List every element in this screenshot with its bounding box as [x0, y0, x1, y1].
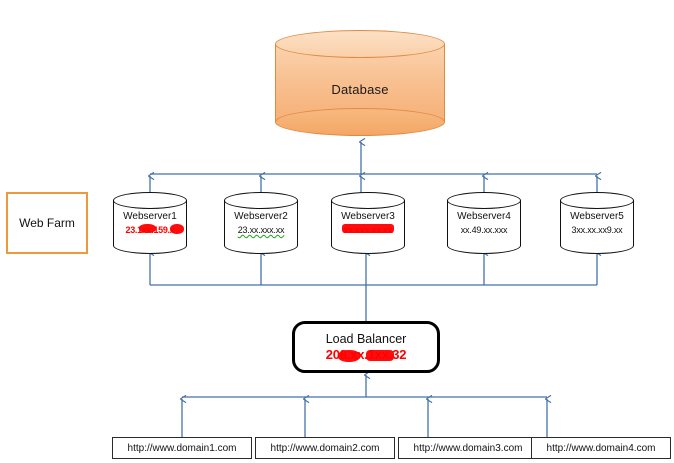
domain-box-1[interactable]: http://www.domain1.com [112, 437, 252, 459]
domain-url: http://www.domain1.com [127, 442, 237, 454]
web-farm-label: Web Farm [19, 216, 75, 230]
webserver-ip: 23.xx.xxx.xx [237, 225, 285, 235]
domain-url: http://www.domain3.com [413, 442, 523, 454]
webserver-text-2: Webserver2 23.xx.xxx.xx [224, 211, 298, 236]
load-balancer-node[interactable]: Load Balancer 208.xx.1xx.32 [292, 321, 440, 373]
webserver-ip: 3xx.xx.xx9.xx [571, 225, 623, 235]
cylinder-top [224, 192, 298, 209]
database-label: Database [331, 82, 389, 97]
webserver-name: Webserver2 [234, 211, 288, 222]
webserver-name: Webserver3 [341, 211, 395, 222]
webserver-name: Webserver5 [570, 211, 624, 222]
redaction-scribble [139, 224, 156, 233]
webserver-node-4[interactable]: Webserver4 xx.49.xx.xxx [447, 192, 521, 254]
domain-box-4[interactable]: http://www.domain4.com [531, 437, 671, 459]
webserver-node-5[interactable]: Webserver5 3xx.xx.xx9.xx [560, 192, 634, 254]
database-cylinder-bottom [275, 108, 445, 136]
webserver-node-1[interactable]: Webserver1 23.1xx.159.x [113, 192, 187, 254]
webserver-text-5: Webserver5 3xx.xx.xx9.xx [560, 211, 634, 236]
cylinder-top [560, 192, 634, 209]
domain-url: http://www.domain4.com [546, 442, 656, 454]
cylinder-body [447, 200, 521, 246]
webserver-ip: xx.49.xx.xxx [460, 225, 508, 235]
cylinder-top [447, 192, 521, 209]
webserver-text-4: Webserver4 xx.49.xx.xxx [447, 211, 521, 236]
redaction-scribble [366, 350, 394, 361]
domain-box-2[interactable]: http://www.domain2.com [255, 437, 395, 459]
cylinder-top [113, 192, 187, 209]
domain-box-3[interactable]: http://www.domain3.com [398, 437, 538, 459]
database-node[interactable]: Database [275, 30, 448, 142]
load-balancer-title: Load Balancer [325, 332, 407, 346]
cylinder-body [331, 200, 405, 246]
cylinder-top [331, 192, 405, 209]
database-cylinder-top [275, 30, 445, 58]
webserver-name: Webserver1 [123, 211, 177, 222]
redaction-scribble [338, 350, 360, 362]
webserver-node-3[interactable]: Webserver3 xx.xxx.xx.xx [331, 192, 405, 254]
webserver-name: Webserver4 [457, 211, 511, 222]
redaction-scribble [342, 224, 394, 233]
webserver-node-2[interactable]: Webserver2 23.xx.xxx.xx [224, 192, 298, 254]
redaction-scribble [170, 224, 184, 234]
cylinder-body [113, 200, 187, 246]
web-farm-label-box: Web Farm [6, 192, 88, 254]
domain-url: http://www.domain2.com [270, 442, 380, 454]
